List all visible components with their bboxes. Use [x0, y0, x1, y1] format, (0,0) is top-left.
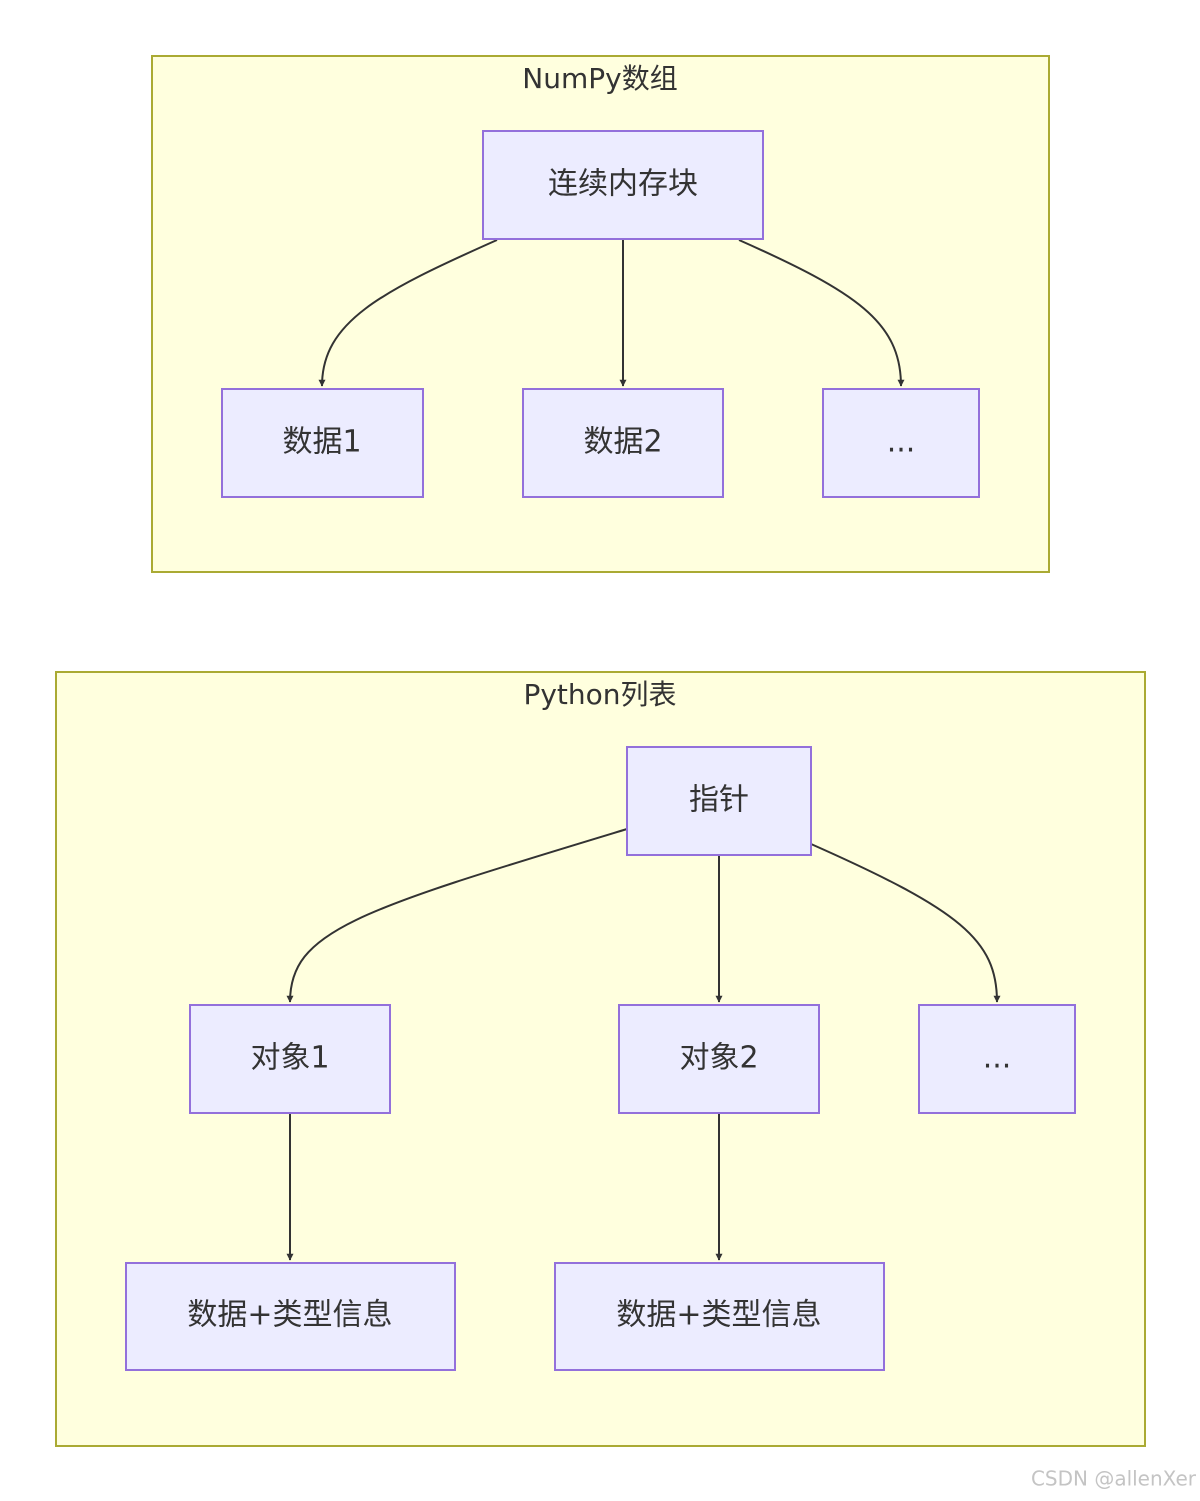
node-data-type-info-2-box: [554, 1262, 885, 1371]
node-py-ellipsis-label: ...: [983, 1041, 1012, 1076]
node-pointer: 指针: [626, 746, 812, 856]
node-object1: 对象1: [189, 1004, 391, 1114]
node-py-ellipsis-box: [918, 1004, 1076, 1114]
node-object2-box: [618, 1004, 820, 1114]
node-np-ellipsis-box: [822, 388, 980, 498]
edge-block-to-data1: [318, 239, 498, 387]
node-data-type-info-1-box: [125, 1262, 456, 1371]
edge-pointer-to-py-ellipsis: [810, 843, 1001, 1003]
node-data1-box: [221, 388, 424, 498]
node-data-type-info-1: 数据+类型信息: [125, 1262, 456, 1371]
node-data-type-info-2: 数据+类型信息: [554, 1262, 885, 1371]
node-pointer-label: 指针: [689, 783, 749, 818]
cluster-numpy-title: NumPy数组: [522, 62, 677, 95]
watermark: CSDN @allenXer: [1031, 1467, 1197, 1491]
node-data1: 数据1: [221, 388, 424, 498]
node-contiguous-block-box: [482, 130, 764, 240]
node-object1-label: 对象1: [250, 1041, 329, 1076]
node-object2: 对象2: [618, 1004, 820, 1114]
node-contiguous-block-label: 连续内存块: [548, 167, 698, 202]
node-data-type-info-2-label: 数据+类型信息: [616, 1298, 821, 1333]
node-data2-label: 数据2: [583, 425, 662, 460]
node-data2-box: [522, 388, 724, 498]
node-np-ellipsis: ...: [822, 388, 980, 498]
node-data2: 数据2: [522, 388, 724, 498]
node-object1-box: [189, 1004, 391, 1114]
node-contiguous-block: 连续内存块: [482, 130, 764, 240]
node-py-ellipsis: ...: [918, 1004, 1076, 1114]
node-data1-label: 数据1: [282, 425, 361, 460]
edge-block-to-np-ellipsis: [738, 239, 905, 387]
cluster-python-list-title: Python列表: [523, 678, 676, 711]
node-object2-label: 对象2: [679, 1041, 758, 1076]
edges: [286, 239, 1001, 1261]
node-np-ellipsis-label: ...: [887, 425, 916, 460]
node-pointer-box: [626, 746, 812, 856]
edge-pointer-to-object1: [286, 828, 628, 1003]
node-data-type-info-1-label: 数据+类型信息: [187, 1298, 392, 1333]
